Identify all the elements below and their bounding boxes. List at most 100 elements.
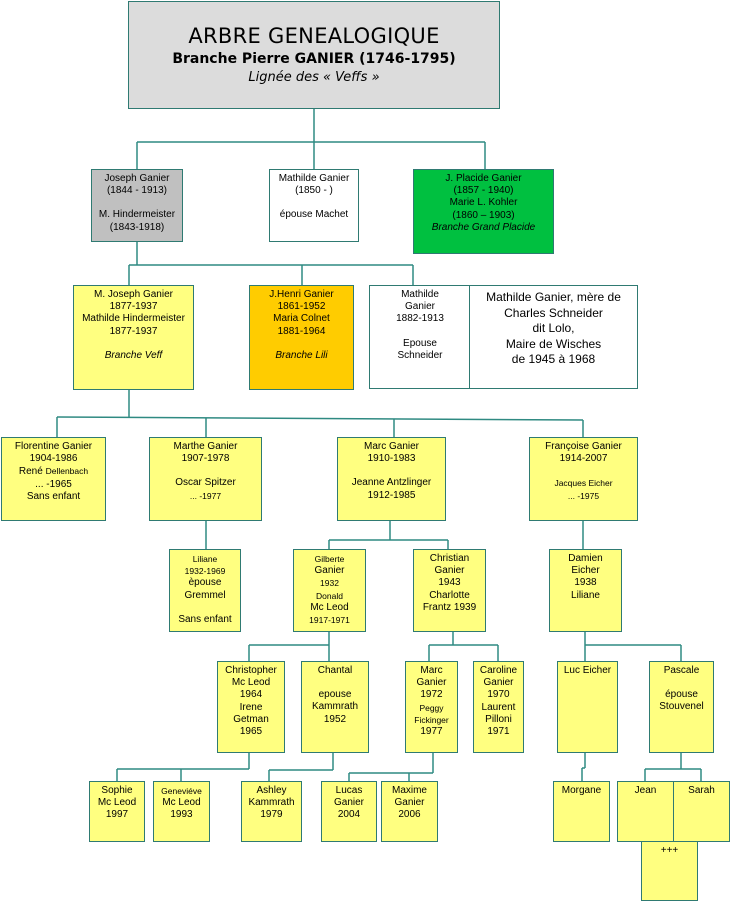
dates: 1979 — [260, 809, 283, 821]
spouse: Oscar Spitzer — [175, 477, 236, 489]
spouse: Schneider — [397, 349, 443, 361]
spacer — [270, 197, 358, 209]
spouse-surname: Pilloni — [485, 713, 512, 725]
spouse-dates: 1917-1971 — [309, 615, 350, 626]
spacer — [170, 602, 240, 614]
spacer — [530, 465, 637, 477]
surname: Ganier — [333, 797, 364, 809]
spouse: Jacques Eicher — [554, 478, 613, 489]
note-mathilde-schneider: Mathilde Ganier, mère de Charles Schneid… — [469, 285, 638, 389]
person-sarah: Sarah — [673, 781, 730, 842]
dates: 1997 — [105, 809, 129, 821]
name: Mathilde Ganier — [278, 173, 350, 184]
name: Marc — [420, 665, 443, 676]
dates: 1877-1937 — [109, 301, 158, 313]
note-line: Maire de Wisches — [505, 336, 602, 351]
person-florentine-ganier: Florentine Ganier 1904-1986 René Dellenb… — [1, 437, 106, 521]
surname: Ganier — [394, 797, 425, 809]
spouse-dates: 1977 — [420, 726, 443, 738]
name: J.Henri Ganier — [269, 289, 334, 300]
person-m-joseph-ganier: M. Joseph Ganier 1877-1937 Mathilde Hind… — [73, 285, 194, 390]
spacer — [250, 338, 353, 350]
spouse: Gremmel — [184, 589, 226, 601]
tree-title: ARBRE GENEALOGIQUE — [188, 24, 440, 48]
note-line: Mathilde Ganier, mère de — [486, 290, 621, 304]
surname: Ganier — [404, 301, 435, 313]
spacer — [650, 677, 713, 689]
person-mathilde-ganier-1882: Mathilde Ganier 1882-1913 Epouse Schneid… — [369, 285, 471, 389]
name: Liliane — [192, 554, 218, 564]
dates: 1907-1978 — [181, 453, 230, 465]
person-genevieve-mcleod: Geneviéve Mc Leod 1993 — [153, 781, 210, 842]
spouse-surname: Getman — [233, 713, 269, 725]
tree-subtitle: Branche Pierre GANIER (1746-1795) — [172, 51, 456, 67]
dates: 1882-1913 — [396, 313, 444, 325]
spouse: Peggy — [419, 702, 444, 713]
children-note: Sans enfant — [26, 490, 81, 502]
name: Gilberte — [314, 554, 345, 564]
dates: 1938 — [574, 577, 597, 589]
spouse-surname: Mc Leod — [310, 601, 349, 613]
more-descendants: +++ — [641, 841, 698, 901]
person-marc-ganier-1910: Marc Ganier 1910-1983 Jeanne Antzlinger … — [337, 437, 446, 521]
surname: Eicher — [571, 565, 600, 577]
surname: Mc Leod — [231, 677, 271, 689]
person-morgane: Morgane — [553, 781, 610, 842]
spouse: Marie L. Kohler — [449, 197, 518, 209]
dates: 1964 — [239, 689, 263, 701]
person-placide-ganier: J. Placide Ganier (1857 - 1940) Marie L.… — [413, 169, 554, 254]
spacer — [370, 326, 470, 338]
name: Luc Eicher — [563, 665, 612, 676]
person-marthe-ganier: Marthe Ganier 1907-1978 Oscar Spitzer ..… — [149, 437, 262, 521]
name: M. Joseph Ganier — [94, 289, 173, 300]
spouse-dates: (1860 – 1903) — [452, 209, 515, 221]
name: Damien — [568, 553, 603, 564]
surname: Mc Leod — [97, 797, 137, 809]
name: Marthe Ganier — [173, 441, 238, 452]
surname: Ganier — [483, 677, 514, 689]
spouse: Maria Colnet — [273, 313, 330, 325]
dates: (1850 - ) — [295, 185, 333, 197]
dates: 2004 — [337, 809, 361, 821]
name: Mathilde — [401, 289, 439, 300]
spouse: Laurent — [481, 701, 516, 713]
spouse: M. Hindermeister — [98, 209, 176, 221]
spouse-dates: 1877-1937 — [109, 325, 158, 337]
spouse-dates: ... -1977 — [189, 490, 222, 501]
person-lucas-ganier: Lucas Ganier 2004 — [321, 781, 377, 842]
spouse-surname: Fickinger — [414, 714, 449, 725]
spouse-dates: 1912-1985 — [367, 489, 416, 501]
spacer — [302, 677, 368, 689]
person-marc-ganier-1972: Marc Ganier 1972 Peggy Fickinger 1977 — [405, 661, 458, 753]
note-line: dit Lolo, — [532, 321, 575, 335]
name: Françoise Ganier — [545, 441, 622, 452]
dates: 1970 — [487, 689, 510, 701]
spouse: Stouvenel — [659, 701, 704, 713]
person-christopher-mcleod: Christopher Mc Leod 1964 Irene Getman 19… — [217, 661, 285, 753]
name: Caroline — [479, 665, 518, 676]
spouse-dates: 1965 — [239, 726, 263, 738]
dates: (1844 - 1913) — [106, 185, 168, 197]
name: Sophie — [101, 785, 133, 796]
person-sophie-mcleod: Sophie Mc Leod 1997 — [89, 781, 145, 842]
dates: 1861-1952 — [277, 301, 326, 313]
person-caroline-ganier: Caroline Ganier 1970 Laurent Pilloni 197… — [473, 661, 524, 753]
branch-label: Branche Grand Placide — [431, 221, 536, 233]
person-gilberte-ganier: Gilberte Ganier 1932 Donald Mc Leod 1917… — [293, 549, 366, 632]
note-line: Charles Schneider — [504, 305, 603, 320]
dates: 1952 — [323, 713, 347, 725]
spouse: Irene — [239, 701, 263, 713]
dates: (1857 - 1940) — [453, 185, 514, 197]
person-luc-eicher: Luc Eicher — [557, 661, 618, 753]
more-label: +++ — [660, 845, 679, 856]
name: Morgane — [561, 785, 602, 796]
dates: 1972 — [420, 689, 443, 701]
surname: Ganier — [434, 565, 465, 577]
dates: 1943 — [438, 577, 461, 589]
dates: 1932-1969 — [184, 566, 226, 577]
spouse-dates: (1843-1918) — [109, 221, 165, 233]
dates: 1910-1983 — [367, 453, 416, 465]
name: Jean — [634, 785, 657, 796]
tree-header: ARBRE GENEALOGIQUE Branche Pierre GANIER… — [128, 1, 500, 109]
person-pascale: Pascale épouse Stouvenel — [649, 661, 714, 753]
